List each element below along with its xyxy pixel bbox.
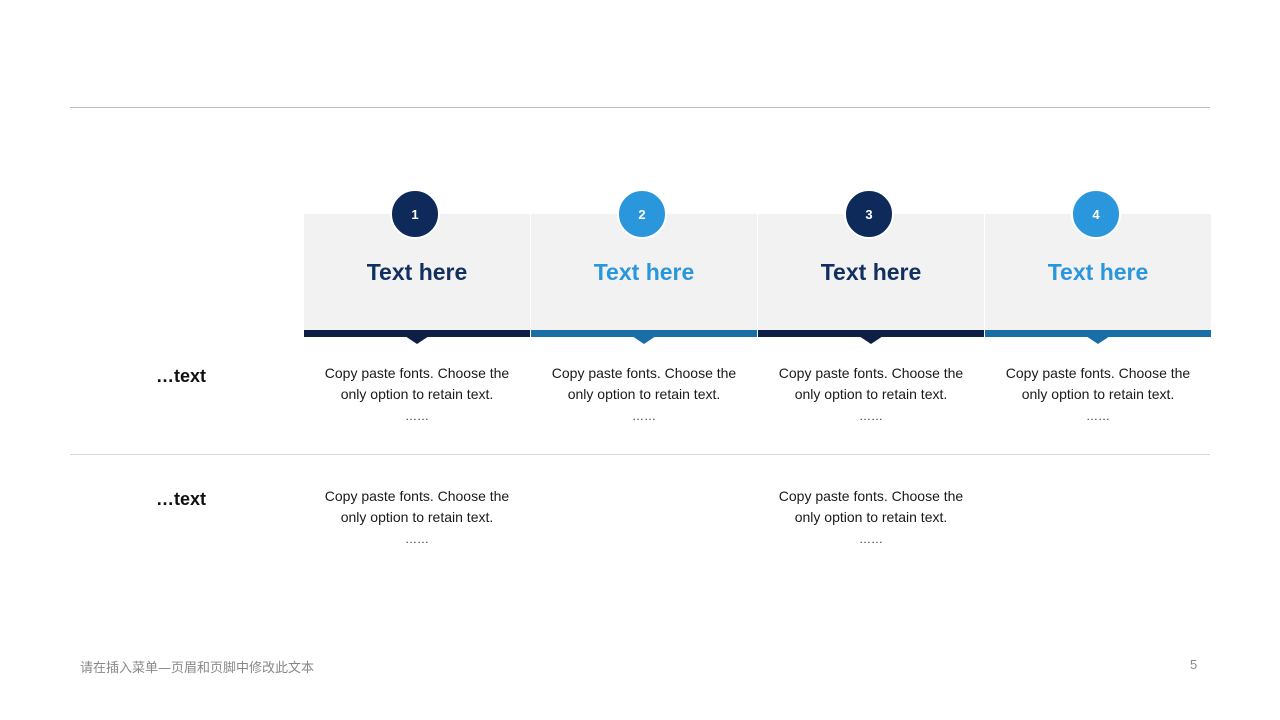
step-number-badge: 4 bbox=[1071, 189, 1121, 239]
column-title: Text here bbox=[593, 259, 695, 285]
cell-line: Copy paste fonts. Choose the bbox=[778, 365, 964, 381]
cell-row2-col1: Copy paste fonts. Choose the only option… bbox=[304, 486, 530, 550]
cell-line: only option to retain text. bbox=[340, 386, 494, 402]
column-underline-bar bbox=[985, 330, 1211, 337]
cell-ellipsis: …… bbox=[405, 532, 429, 546]
cell-line: Copy paste fonts. Choose the bbox=[1005, 365, 1191, 381]
cell-line: Copy paste fonts. Choose the bbox=[324, 365, 510, 381]
cell-line: Copy paste fonts. Choose the bbox=[551, 365, 737, 381]
cell-line: Copy paste fonts. Choose the bbox=[778, 488, 964, 504]
footer-text: 请在插入菜单—页眉和页脚中修改此文本 bbox=[80, 661, 315, 676]
cell-line: only option to retain text. bbox=[794, 509, 948, 525]
column-underline-bar bbox=[531, 330, 757, 337]
cell-line: only option to retain text. bbox=[794, 386, 948, 402]
column-header-1: 1 Text here bbox=[304, 189, 530, 359]
column-underline-bar bbox=[304, 330, 530, 337]
row-label-1: …text bbox=[156, 366, 207, 386]
cell-ellipsis: …… bbox=[405, 409, 429, 423]
cell-row1-col3: Copy paste fonts. Choose the only option… bbox=[758, 363, 984, 427]
step-number-badge: 2 bbox=[617, 189, 667, 239]
cell-ellipsis: …… bbox=[632, 409, 656, 423]
pointer-arrow-icon bbox=[859, 336, 883, 344]
cell-line: Copy paste fonts. Choose the bbox=[324, 488, 510, 504]
cell-ellipsis: …… bbox=[859, 532, 883, 546]
pointer-arrow-icon bbox=[405, 336, 429, 344]
step-number-badge: 1 bbox=[390, 189, 440, 239]
cell-ellipsis: …… bbox=[1086, 409, 1110, 423]
row-divider bbox=[70, 454, 1210, 455]
column-header-3: 3 Text here bbox=[758, 189, 984, 359]
page-number: 5 bbox=[1190, 657, 1198, 672]
cell-row1-col1: Copy paste fonts. Choose the only option… bbox=[304, 363, 530, 427]
column-header-4: 4 Text here bbox=[985, 189, 1211, 359]
pointer-arrow-icon bbox=[632, 336, 656, 344]
column-underline-bar bbox=[758, 330, 984, 337]
column-title: Text here bbox=[1047, 259, 1149, 285]
row-label-2: …text bbox=[156, 489, 207, 509]
column-title: Text here bbox=[366, 259, 468, 285]
column-header-2: 2 Text here bbox=[531, 189, 757, 359]
top-divider bbox=[70, 107, 1210, 108]
cell-row2-col3: Copy paste fonts. Choose the only option… bbox=[758, 486, 984, 550]
cell-line: only option to retain text. bbox=[567, 386, 721, 402]
cell-row1-col2: Copy paste fonts. Choose the only option… bbox=[531, 363, 757, 427]
cell-line: only option to retain text. bbox=[1021, 386, 1175, 402]
cell-ellipsis: …… bbox=[859, 409, 883, 423]
cell-line: only option to retain text. bbox=[340, 509, 494, 525]
cell-row1-col4: Copy paste fonts. Choose the only option… bbox=[985, 363, 1211, 427]
column-title: Text here bbox=[820, 259, 922, 285]
step-number-badge: 3 bbox=[844, 189, 894, 239]
pointer-arrow-icon bbox=[1086, 336, 1110, 344]
